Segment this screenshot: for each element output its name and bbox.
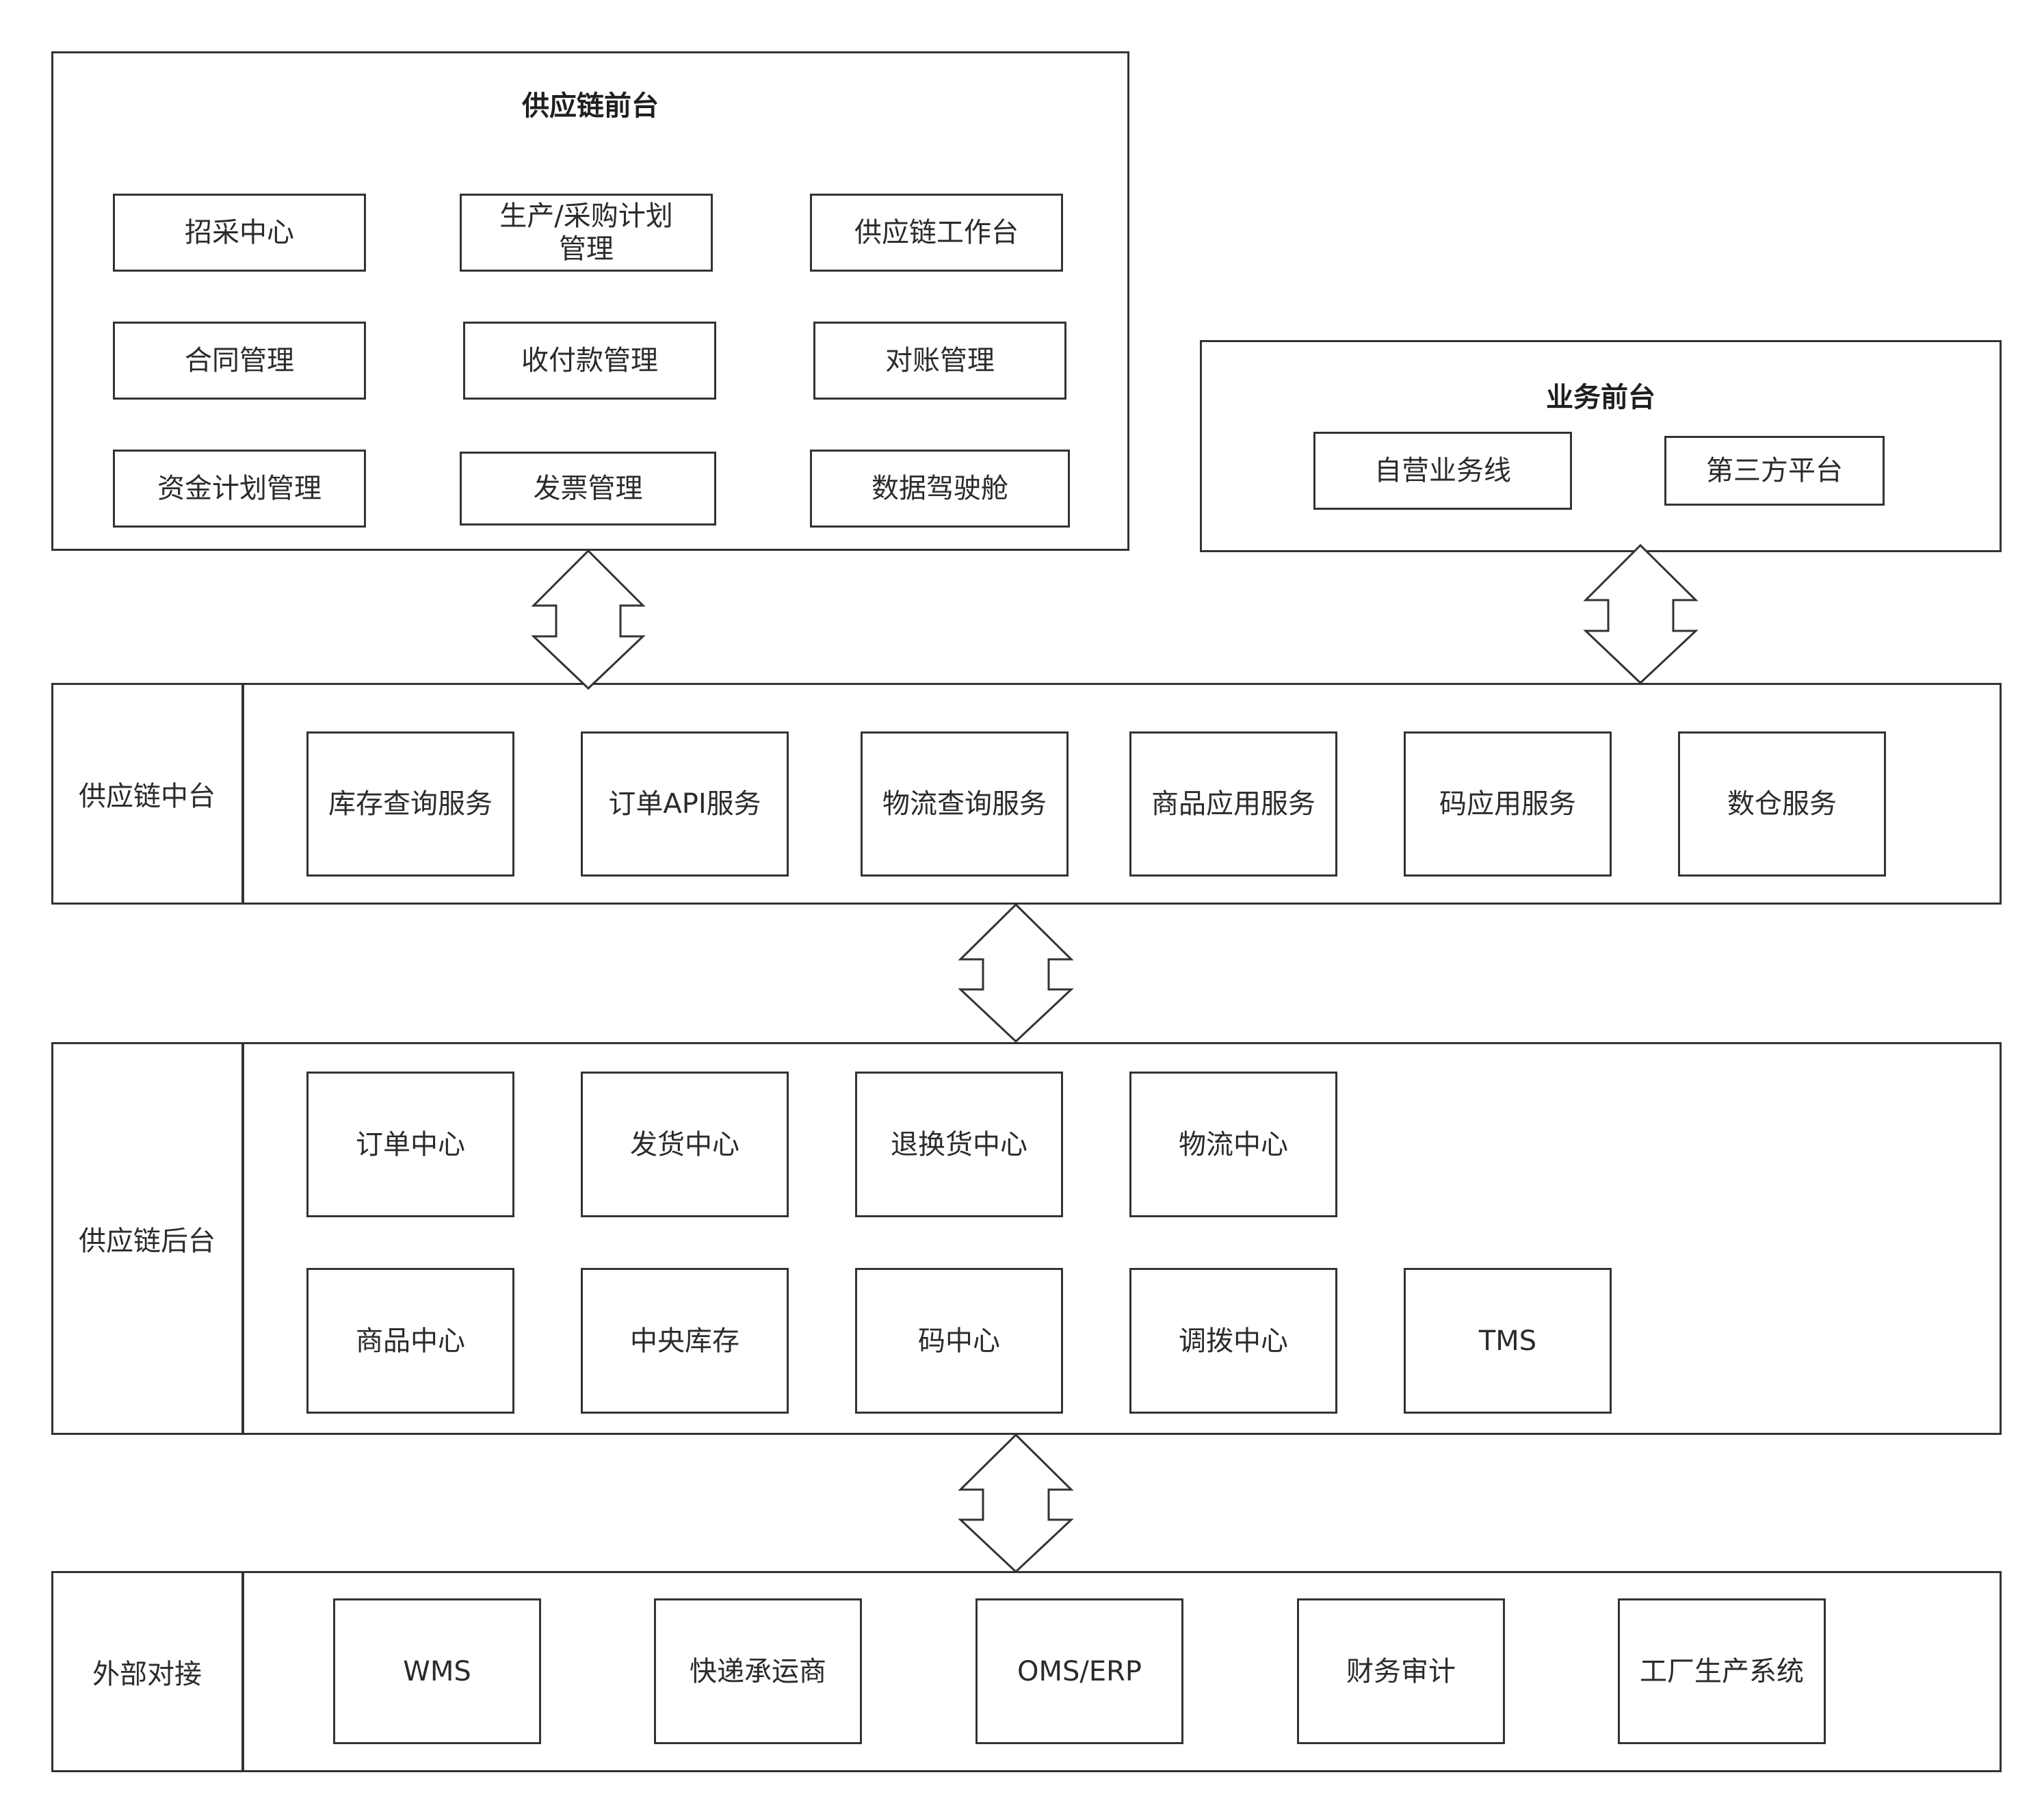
back-box-tms: TMS — [1404, 1268, 1612, 1414]
external-divider — [241, 1571, 244, 1772]
supply-chain-front-title: 供应链前台 — [522, 90, 659, 122]
middle-box-inventory-query: 库存查询服务 — [306, 731, 514, 877]
back-box-shipping-center: 发货中心 — [581, 1072, 789, 1217]
front-box-invoice-management: 发票管理 — [460, 452, 716, 526]
arrow-middle-to-back — [958, 903, 1074, 1043]
supply-chain-middle-label: 供应链中台 — [79, 781, 215, 812]
middle-box-data-warehouse: 数仓服务 — [1678, 731, 1886, 877]
arrow-front-to-middle — [531, 549, 646, 690]
back-box-product-center: 商品中心 — [306, 1268, 514, 1414]
front-box-procurement-center: 招采中心 — [113, 194, 366, 272]
front-box-reconciliation-management: 对账管理 — [813, 322, 1066, 400]
external-label: 外部对接 — [92, 1659, 202, 1690]
back-box-order-center: 订单中心 — [306, 1072, 514, 1217]
external-box-wms: WMS — [333, 1598, 541, 1744]
middle-box-product-app: 商品应用服务 — [1129, 731, 1337, 877]
front-box-production-purchase-plan: 生产/采购计划管理 — [460, 194, 713, 272]
middle-box-order-api: 订单API服务 — [581, 731, 789, 877]
back-box-logistics-center: 物流中心 — [1129, 1072, 1337, 1217]
middle-box-logistics-query: 物流查询服务 — [861, 731, 1069, 877]
middle-box-code-app: 码应用服务 — [1404, 731, 1612, 877]
business-box-third-party-platform: 第三方平台 — [1664, 436, 1885, 506]
back-box-transfer-center: 调拨中心 — [1129, 1268, 1337, 1414]
back-divider — [241, 1042, 244, 1435]
front-box-contract-management: 合同管理 — [113, 322, 366, 400]
external-box-factory-production: 工厂生产系统 — [1618, 1598, 1826, 1744]
arrow-business-to-middle — [1583, 543, 1699, 685]
arrow-back-to-external — [958, 1433, 1074, 1574]
front-box-data-cockpit: 数据驾驶舱 — [810, 450, 1070, 528]
supply-chain-back-label: 供应链后台 — [79, 1225, 215, 1257]
business-box-self-operated-line: 自营业务线 — [1313, 432, 1572, 510]
business-front-title: 业务前台 — [1546, 382, 1655, 413]
back-box-central-inventory: 中央库存 — [581, 1268, 789, 1414]
front-box-supply-chain-workbench: 供应链工作台 — [810, 194, 1063, 272]
back-box-return-exchange-center: 退换货中心 — [855, 1072, 1063, 1217]
back-box-code-center: 码中心 — [855, 1268, 1063, 1414]
external-box-oms-erp: OMS/ERP — [975, 1598, 1183, 1744]
front-box-fund-plan-management: 资金计划管理 — [113, 450, 366, 528]
middle-divider — [241, 683, 244, 905]
external-box-express-carrier: 快递承运商 — [654, 1598, 862, 1744]
front-box-payment-management: 收付款管理 — [463, 322, 716, 400]
external-box-finance-audit: 财务审计 — [1297, 1598, 1505, 1744]
